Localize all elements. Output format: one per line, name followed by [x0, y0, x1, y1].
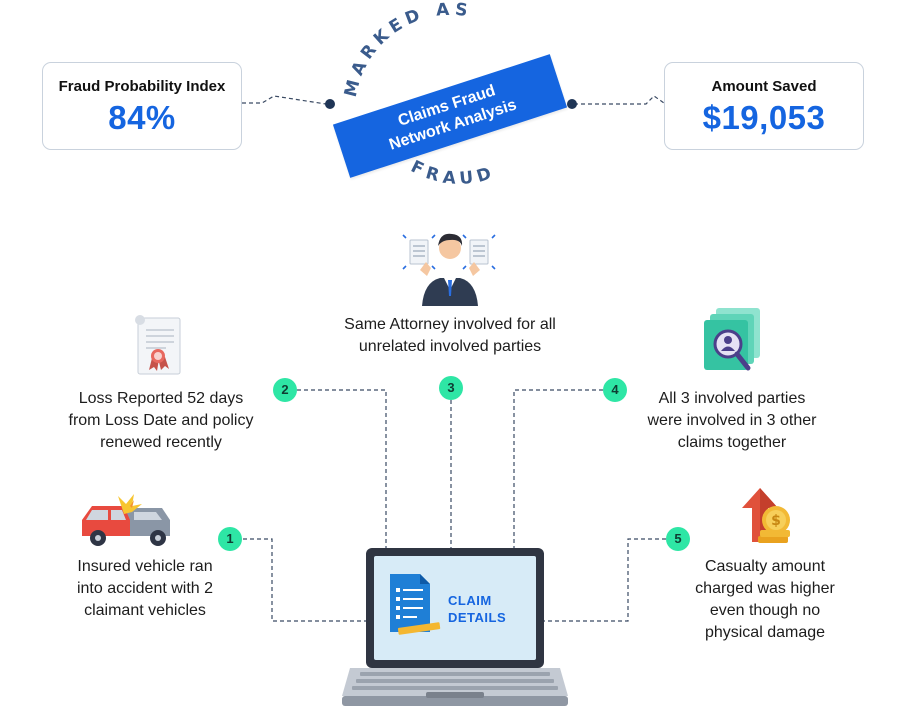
fraud-probability-label: Fraud Probability Index	[58, 78, 226, 95]
finding-5-line-1: Casualty amount	[704, 558, 826, 575]
badge-5: 5	[666, 527, 690, 551]
finding-5-line-3: even though no	[709, 602, 821, 619]
finding-3-text: Same Attorney involved for all unrelated…	[300, 314, 600, 358]
arc-bottom-text: FRAUD	[408, 157, 494, 189]
finding-2-line-3: renewed recently	[100, 434, 222, 451]
badge-2: 2	[273, 378, 297, 402]
finding-1-line-2: into accident with 2	[76, 580, 214, 597]
certificate-icon	[135, 315, 181, 375]
claim-details-line-2: DETAILS	[448, 610, 507, 625]
car-crash-icon	[82, 494, 170, 546]
amount-saved-card: Amount Saved $19,053	[664, 62, 864, 150]
svg-text:FRAUD: FRAUD	[408, 157, 499, 189]
finding-1-line-3: claimant vehicles	[84, 602, 206, 619]
badge-3: 3	[439, 376, 463, 400]
laptop-icon	[342, 548, 568, 706]
finding-4-line-3: claims together	[677, 434, 787, 451]
rising-cost-icon: $	[742, 488, 790, 543]
finding-3-line-1: Same Attorney involved for all	[344, 316, 556, 333]
finding-2-text: Loss Reported 52 days from Loss Date and…	[36, 388, 286, 454]
fraud-probability-card: Fraud Probability Index 84%	[42, 62, 242, 150]
finding-2-line-1: Loss Reported 52 days	[78, 390, 244, 407]
claim-document-icon	[390, 574, 441, 635]
claim-details-line-1: CLAIM	[448, 593, 492, 608]
svg-text:$: $	[771, 513, 781, 529]
badge-4: 4	[603, 378, 627, 402]
badge-1: 1	[218, 527, 242, 551]
finding-1-line-1: Insured vehicle ran	[77, 558, 213, 575]
finding-3-line-2: unrelated involved parties	[358, 338, 542, 355]
attorney-icon	[402, 233, 496, 306]
finding-5-text: Casualty amount charged was higher even …	[660, 556, 870, 644]
finding-5-line-2: charged was higher	[695, 580, 835, 597]
finding-4-text: All 3 involved parties were involved in …	[612, 388, 852, 454]
fraud-probability-value: 84%	[108, 99, 176, 136]
claim-details-label: CLAIM DETAILS	[448, 592, 506, 626]
finding-2-line-2: from Loss Date and policy	[68, 412, 254, 429]
amount-saved-value: $19,053	[702, 99, 826, 136]
finding-5-line-4: physical damage	[704, 624, 826, 641]
finding-4-line-1: All 3 involved parties	[658, 390, 806, 407]
amount-saved-label: Amount Saved	[711, 78, 817, 95]
finding-4-line-2: were involved in 3 other	[647, 412, 817, 429]
finding-1-text: Insured vehicle ran into accident with 2…	[30, 556, 260, 622]
search-documents-icon	[704, 308, 760, 371]
